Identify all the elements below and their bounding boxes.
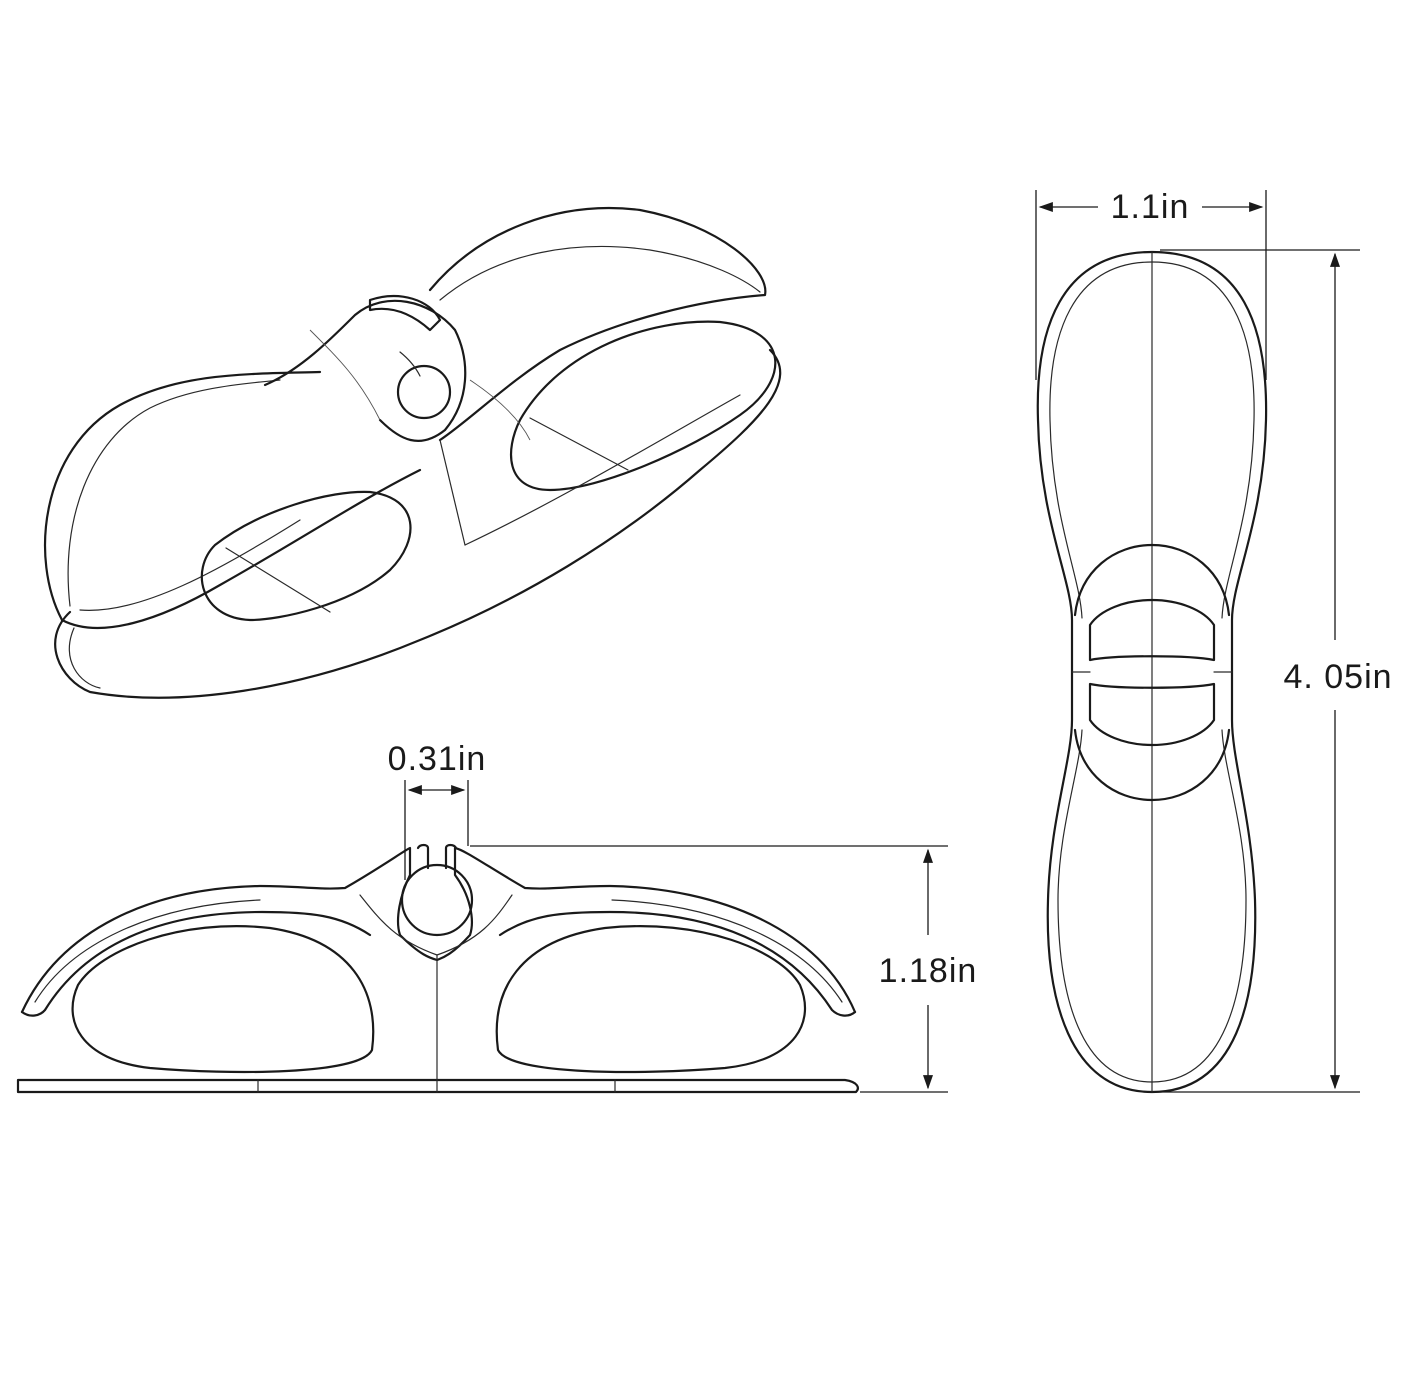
dimension-width <box>1035 190 1267 380</box>
dimension-slot <box>404 780 469 880</box>
height-label: 1.18in <box>879 952 978 990</box>
dimension-length <box>1160 249 1360 1093</box>
width-label: 1.1in <box>1111 188 1190 226</box>
top-view <box>1036 250 1268 1094</box>
isometric-view <box>43 207 782 699</box>
dimension-height <box>470 845 948 1093</box>
front-view <box>16 843 859 1094</box>
slot-label: 0.31in <box>388 740 487 778</box>
length-label: 4. 05in <box>1283 658 1392 696</box>
